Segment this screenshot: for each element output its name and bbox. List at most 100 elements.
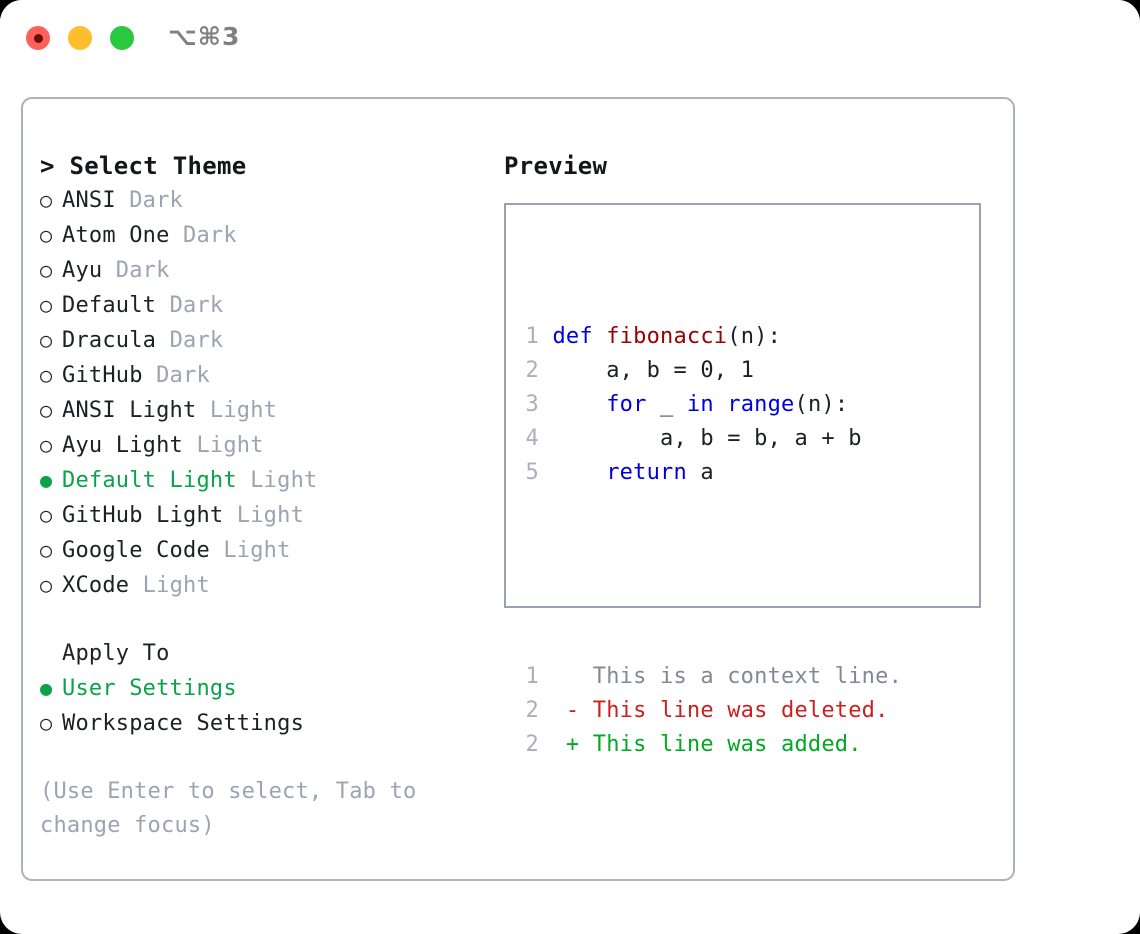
line-number: 4 [525, 426, 539, 451]
line-number: 2 [525, 358, 539, 383]
code-token [552, 460, 606, 485]
apply-to-option-user-settings[interactable]: ● User Settings [40, 671, 480, 706]
radio-unselected-icon: ○ [40, 363, 53, 387]
line-number: 2 [525, 698, 539, 723]
line-number: 3 [525, 392, 539, 417]
diff-text: This is a context line. [592, 664, 903, 689]
theme-option-variant: Dark [169, 223, 237, 248]
main-panel: > Select Theme ○ANSI Dark○Atom One Dark○… [21, 97, 1015, 881]
theme-option-label: GitHub Light [62, 503, 224, 528]
code-line: 2 a, b = 0, 1 [525, 354, 902, 388]
diff-lines: 1 This is a context line. 2 - This line w… [525, 660, 902, 762]
code-blank-line [525, 558, 902, 592]
code-token: for [606, 392, 647, 417]
theme-option-label: GitHub [62, 363, 143, 388]
code-token [552, 392, 606, 417]
line-number: 2 [525, 732, 539, 757]
diff-text: This line was added. [592, 732, 862, 757]
theme-option-label: Default [62, 293, 157, 318]
theme-option-google-code[interactable]: ○ Google Code Light [40, 533, 480, 568]
apply-to-option-label: User Settings [62, 676, 237, 701]
radio-unselected-icon: ○ [40, 711, 53, 735]
diff-marker: + [565, 732, 593, 757]
theme-option-variant: Light [223, 503, 305, 528]
theme-option-xcode[interactable]: ○XCode Light [40, 568, 480, 603]
code-token: _ [646, 392, 687, 417]
theme-option-label: Atom One [62, 223, 170, 248]
theme-option-variant: Light [209, 538, 291, 563]
radio-unselected-icon: ○ [40, 293, 53, 317]
page-title: > Select Theme [40, 152, 247, 180]
code-token: return [606, 460, 687, 485]
line-number: 1 [525, 664, 539, 689]
code-token [714, 392, 727, 417]
theme-option-variant: Light [183, 433, 264, 458]
radio-unselected-icon: ○ [40, 398, 53, 422]
theme-option-label: Ayu Light [62, 433, 184, 458]
apply-to-list: ● User Settings ○ Workspace Settings [40, 671, 480, 741]
code-line: 1 def fibonacci(n): [525, 320, 902, 354]
code-token: def [552, 324, 607, 349]
diff-line-add: 2 + This line was added. [525, 728, 902, 762]
traffic-lights [26, 26, 134, 50]
theme-option-default-light[interactable]: ● Default Light Light [40, 463, 480, 498]
radio-unselected-icon: ○ [40, 503, 53, 527]
code-token: (n): [794, 392, 849, 417]
radio-unselected-icon: ○ [40, 538, 53, 562]
code-line: 5 return a [525, 456, 902, 490]
diff-text: This line was deleted. [592, 698, 889, 723]
code-token: a, b = b, a + b [552, 426, 862, 451]
close-button[interactable] [26, 26, 50, 50]
code-line: 3 for _ in range(n): [525, 388, 902, 422]
minimize-button[interactable] [68, 26, 92, 50]
line-number: 1 [525, 324, 539, 349]
theme-option-label: ANSI [62, 188, 116, 213]
code-token: range [727, 392, 795, 417]
theme-option-ayu[interactable]: ○ Ayu Dark [40, 253, 480, 288]
theme-option-variant: Dark [156, 293, 224, 318]
theme-option-variant: Light [236, 468, 318, 493]
radio-selected-icon: ● [40, 468, 53, 492]
theme-option-variant: Light [196, 398, 278, 423]
radio-unselected-icon: ○ [40, 328, 53, 352]
theme-option-label: Google Code [62, 538, 210, 563]
theme-option-dracula[interactable]: ○ Dracula Dark [40, 323, 480, 358]
code-token: in [686, 392, 714, 417]
theme-option-github[interactable]: ○GitHub Dark [40, 358, 480, 393]
theme-option-label: Default Light [62, 468, 237, 493]
radio-unselected-icon: ○ [40, 258, 53, 282]
shortcut-label: ⌥⌘3 [168, 22, 241, 51]
radio-unselected-icon: ○ [40, 223, 53, 247]
preview-title: Preview [504, 152, 608, 180]
radio-unselected-icon: ○ [40, 573, 53, 597]
theme-list: ○ ANSI Dark ○ Atom One Dark ○ Ayu Dark ○ Defaul… [40, 183, 480, 603]
apply-to-option-label: Workspace Settings [62, 711, 305, 736]
apply-to-option-workspace-settings[interactable]: ○ Workspace Settings [40, 706, 480, 741]
theme-option-label: Dracula [62, 328, 157, 353]
theme-option-ayu-light[interactable]: ○ Ayu Light Light [40, 428, 480, 463]
code-token: a, b = 0, 1 [552, 358, 755, 383]
theme-option-variant: Light [129, 573, 210, 598]
theme-option-ansi-light[interactable]: ○ANSI Light Light [40, 393, 480, 428]
theme-option-github-light[interactable]: ○ GitHub Light Light [40, 498, 480, 533]
radio-unselected-icon: ○ [40, 433, 53, 457]
line-number: 5 [525, 460, 539, 485]
theme-picker-column: > Select Theme ○ANSI Dark○Atom One Dark○… [40, 149, 480, 843]
preview-column: Preview 1 def fibonacci(n):2 a, b = 0, 1… [504, 149, 994, 757]
code-token: (n): [727, 324, 782, 349]
keyboard-hint: (Use Enter to select, Tab to change focu… [40, 779, 417, 838]
diff-marker [566, 664, 593, 689]
theme-option-variant: Dark [102, 258, 170, 283]
theme-option-atom-one[interactable]: ○ Atom One Dark [40, 218, 480, 253]
radio-selected-icon: ● [40, 676, 53, 700]
theme-option-default[interactable]: ○ Default Dark [40, 288, 480, 323]
theme-option-variant: Dark [156, 328, 224, 353]
radio-unselected-icon: ○ [40, 188, 53, 212]
zoom-button[interactable] [110, 26, 134, 50]
theme-option-label: Ayu [62, 258, 103, 283]
diff-marker: - [565, 698, 593, 723]
theme-option-ansi[interactable]: ○ANSI Dark [40, 183, 480, 218]
